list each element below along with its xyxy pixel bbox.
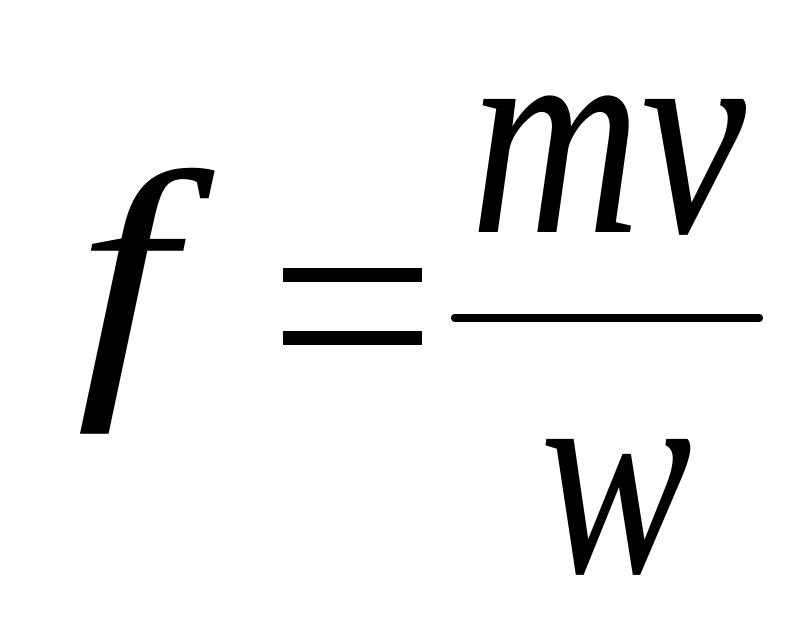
formula-lhs: f [76, 114, 219, 435]
equals-sign [283, 268, 422, 345]
fraction-denominator: w [540, 314, 693, 619]
fraction-numerator: mv [470, 0, 748, 295]
